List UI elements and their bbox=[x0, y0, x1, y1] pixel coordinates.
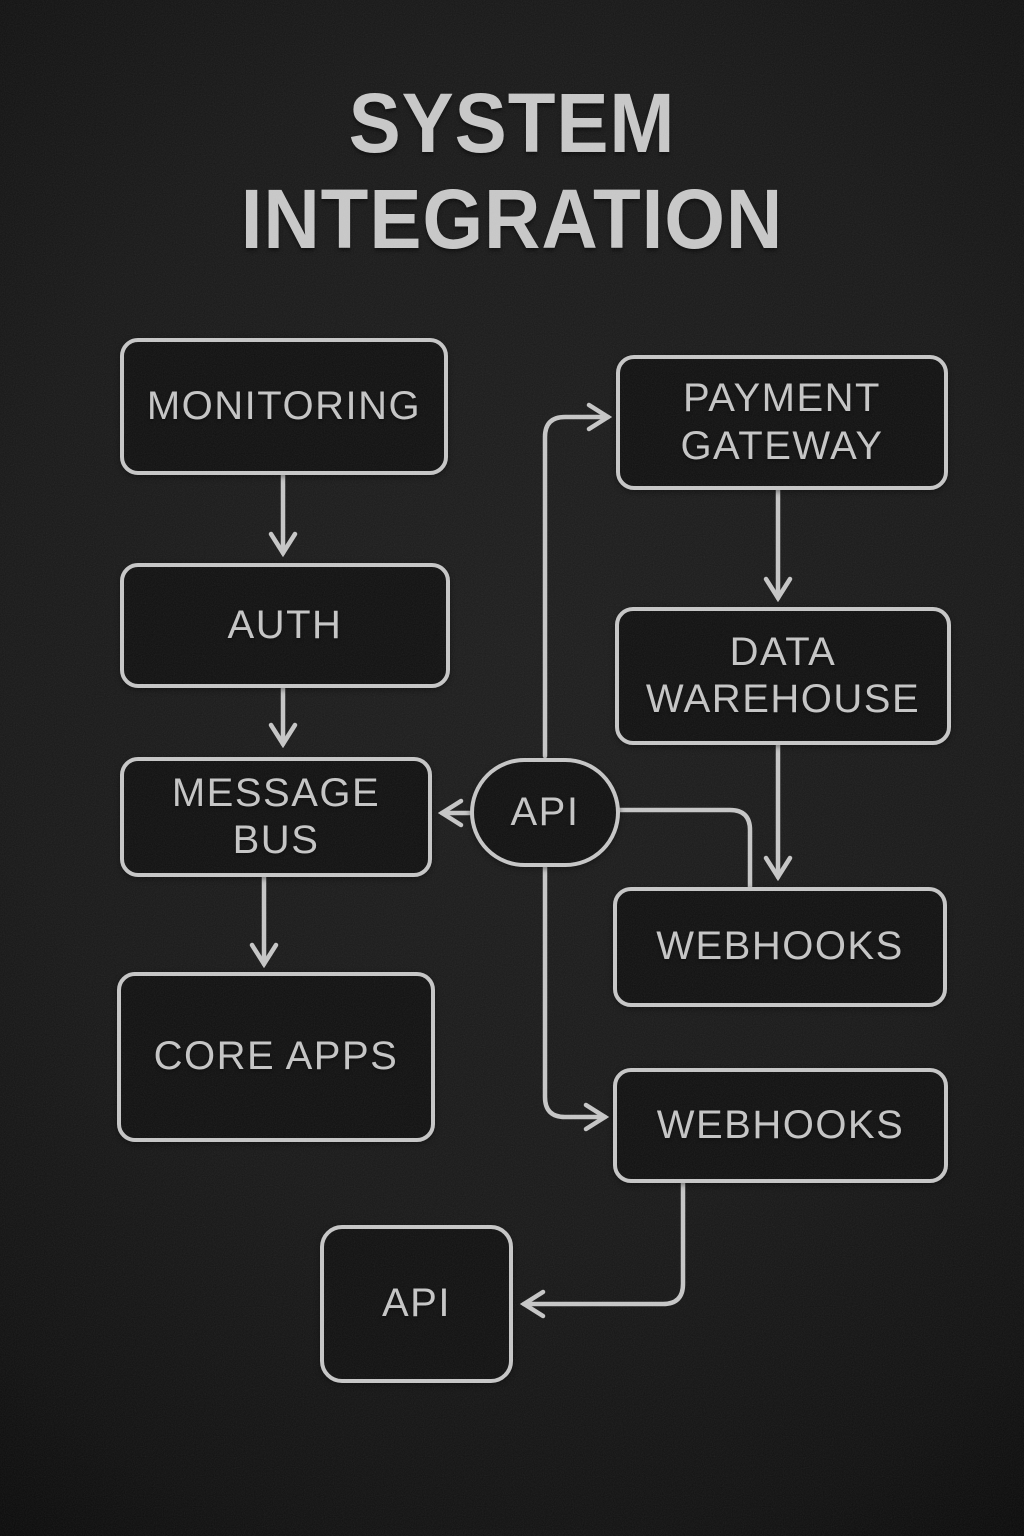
edge-api-hub-webhooks-1 bbox=[617, 807, 753, 894]
node-api-endpoint-label: API bbox=[382, 1281, 451, 1326]
node-auth-label: AUTH bbox=[227, 602, 343, 647]
node-message-bus-label: MESSAGE BUS bbox=[171, 770, 381, 862]
node-core-apps: CORE APPS bbox=[117, 972, 435, 1142]
node-webhooks-1-label: WEBHOOKS bbox=[656, 924, 904, 969]
node-api-hub: API bbox=[470, 758, 620, 867]
edge-api-hub-webhooks-2 bbox=[542, 862, 605, 1117]
node-webhooks-1: WEBHOOKS bbox=[613, 887, 947, 1007]
node-monitoring: MONITORING bbox=[120, 338, 448, 475]
node-core-apps-label: CORE APPS bbox=[153, 1034, 399, 1079]
node-webhooks-2-label: WEBHOOKS bbox=[656, 1102, 905, 1147]
node-payment-gateway-label: PAYMENT GATEWAY bbox=[680, 376, 884, 468]
node-monitoring-label: MONITORING bbox=[146, 383, 422, 428]
edge-webhooks-2-api-endpoint bbox=[524, 1178, 686, 1304]
node-auth: AUTH bbox=[120, 563, 450, 688]
node-api-endpoint: API bbox=[320, 1225, 513, 1383]
node-webhooks-2: WEBHOOKS bbox=[613, 1068, 948, 1183]
node-payment-gateway: PAYMENT GATEWAY bbox=[616, 355, 948, 490]
edge-api-hub-payment-gateway bbox=[542, 417, 608, 759]
node-data-warehouse: DATA WAREHOUSE bbox=[615, 607, 951, 745]
node-api-hub-label: API bbox=[510, 789, 580, 834]
node-message-bus: MESSAGE BUS bbox=[120, 757, 432, 877]
node-data-warehouse-label: DATA WAREHOUSE bbox=[645, 629, 921, 721]
